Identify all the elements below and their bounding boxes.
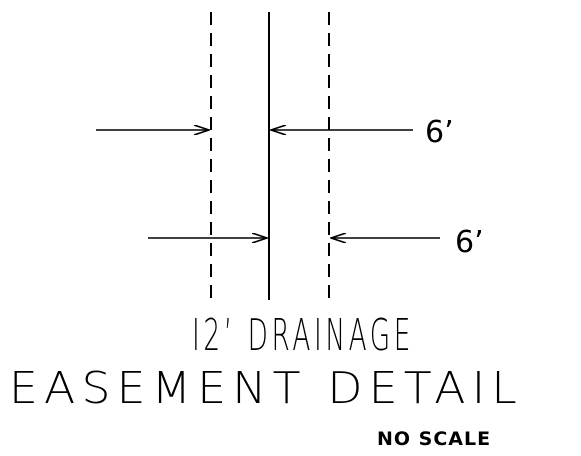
lower-dimension-label: 6’ bbox=[455, 225, 484, 260]
upper-dimension-label: 6’ bbox=[425, 115, 454, 150]
title-line-2: EASEMENT DETAIL bbox=[9, 363, 523, 414]
title-line-1: I2’ DRAINAGE bbox=[192, 310, 414, 361]
scale-note: NO SCALE bbox=[377, 428, 491, 450]
